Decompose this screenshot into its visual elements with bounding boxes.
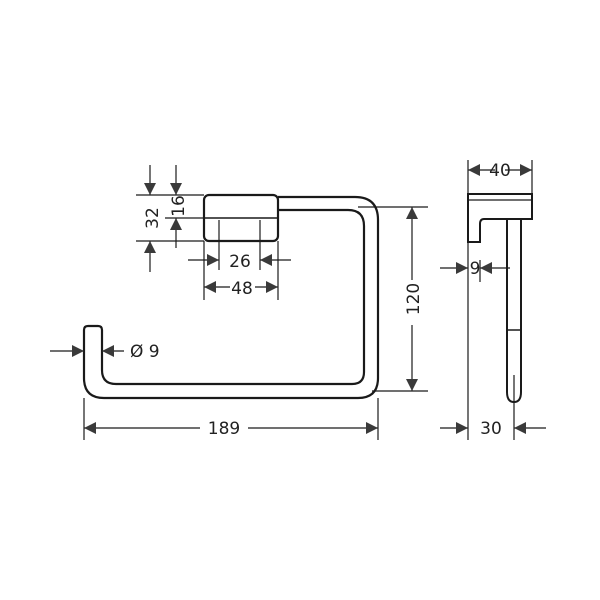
dim-label-120: 120 xyxy=(404,283,424,315)
dim-label-30: 30 xyxy=(480,419,502,439)
dim-label-48: 48 xyxy=(231,279,253,299)
dim-label-189: 189 xyxy=(208,419,240,439)
dim-label-9: 9 xyxy=(470,259,481,279)
dim-label-32: 32 xyxy=(143,207,163,229)
dim-label-26: 26 xyxy=(229,252,251,272)
dim-label-16: 16 xyxy=(169,195,189,217)
dim-label-40: 40 xyxy=(489,161,511,181)
dim-label-diameter-9: Ø 9 xyxy=(130,342,160,362)
ring-outline xyxy=(82,195,380,400)
dimension-lines xyxy=(50,165,428,440)
side-dimension-lines xyxy=(440,160,546,440)
side-view xyxy=(467,193,533,404)
